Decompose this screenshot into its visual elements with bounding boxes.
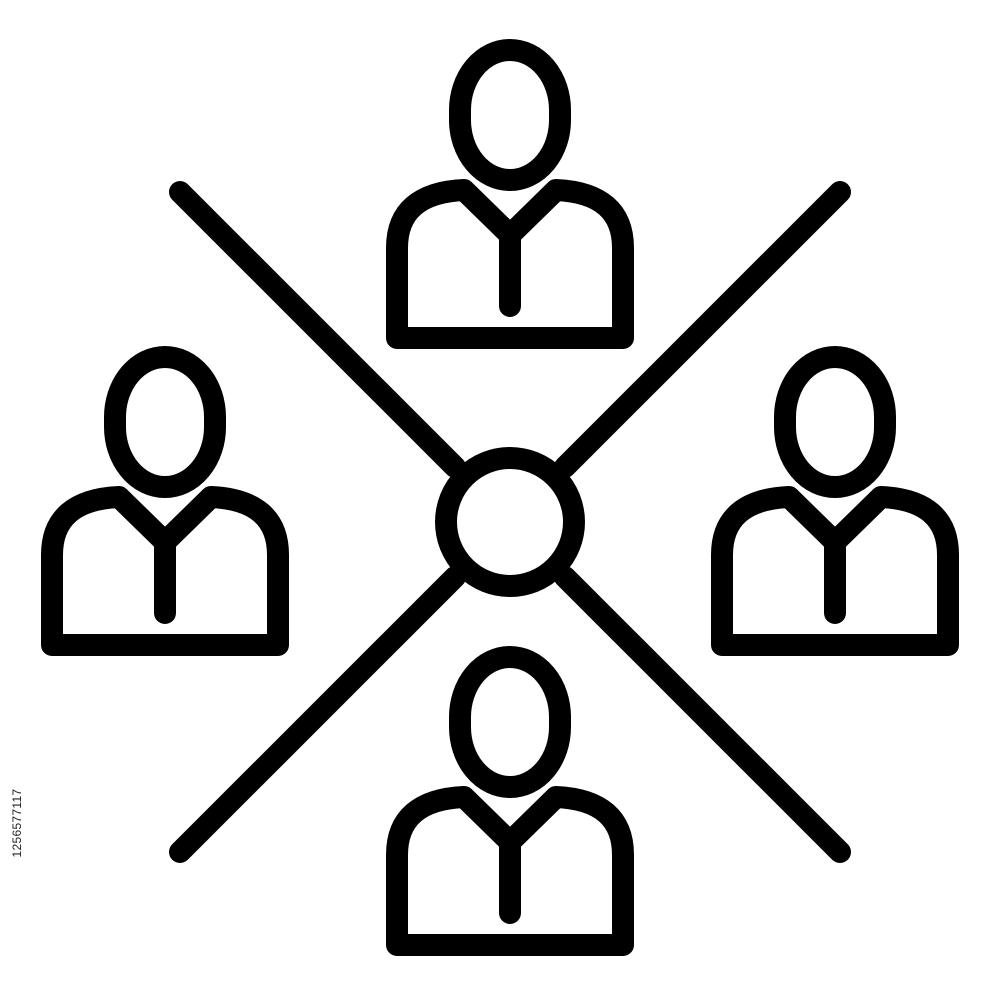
connection-line-nw bbox=[169, 181, 466, 478]
person-icon-right bbox=[722, 357, 948, 645]
connection-lines bbox=[169, 181, 851, 863]
connection-line-sw bbox=[169, 566, 466, 863]
person-icon-bottom bbox=[397, 657, 623, 945]
watermark-id: 1256577117 bbox=[10, 788, 24, 858]
person-icon-left bbox=[52, 357, 278, 645]
connection-line-se bbox=[554, 566, 851, 863]
connection-line-ne bbox=[554, 181, 851, 478]
hub-circle bbox=[435, 447, 585, 597]
person-icon-top bbox=[397, 50, 623, 338]
